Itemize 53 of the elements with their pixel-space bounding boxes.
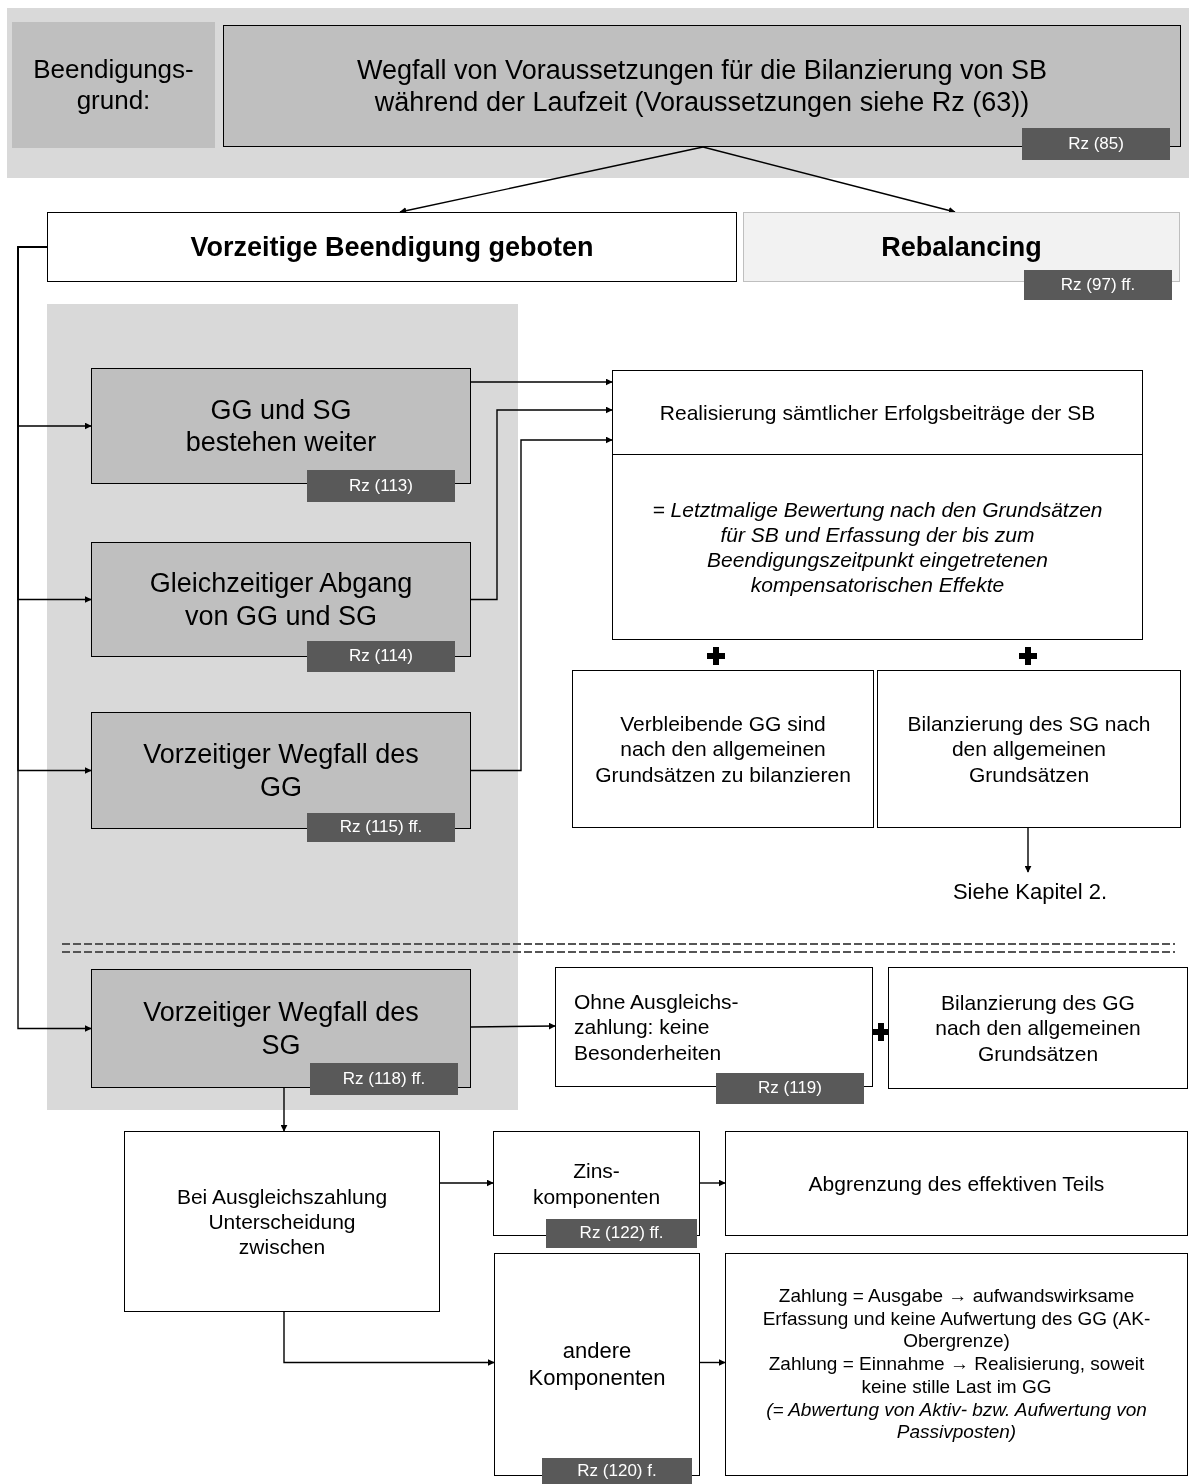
process-box xyxy=(612,370,1143,640)
process-box xyxy=(877,670,1181,828)
box-text: Vorzeitige Beendigung geboten xyxy=(190,230,594,264)
process-box xyxy=(91,969,471,1088)
box-text: Vorzeitiger Wegfall des GG xyxy=(142,738,420,803)
arrow xyxy=(702,146,956,214)
reference-tag: Rz (120) f. xyxy=(542,1458,692,1484)
process-box xyxy=(888,967,1188,1089)
box-text: Bilanzierung des GG nach den allgemeinen Grundsätzen xyxy=(934,990,1142,1066)
box-text: Bei Ausgleichszahlung Unterscheidung zwischen xyxy=(175,1183,389,1260)
arrow xyxy=(280,1087,288,1132)
box-text: Abgrenzung des effektiven Teils xyxy=(808,1170,1105,1197)
box-text: (= Abwertung von Aktiv- bzw. Aufwertung von Passivposten) xyxy=(765,1398,1148,1445)
box-text: = Letztmalige Bewertung nach den Grundsätzen für SB und Erfassung der bis zum Beendigungszeitpunkt eingetretenen kompensatorischen Effekte xyxy=(651,496,1104,599)
arrow xyxy=(470,378,613,386)
box-text: Wegfall von Voraussetzungen für die Bilanzierung von SB während der Laufzeit (Voraussetzungen siehe Rz (63)) xyxy=(356,53,1048,119)
reference-tag: Rz (122) ff. xyxy=(546,1219,697,1248)
arrow xyxy=(1024,827,1032,873)
process-box xyxy=(725,1253,1188,1476)
box-text: GG und SG bestehen weiter xyxy=(184,393,378,459)
box-text: Siehe Kapitel 2. xyxy=(952,878,1108,906)
reference-tag: Rz (115) ff. xyxy=(307,813,455,842)
box-text: Zahlung = Einnahme → Realisierung, soweit keine stille Last im GG xyxy=(767,1353,1146,1399)
box-text: Realisierung sämtlicher Erfolgsbeiträge der SB xyxy=(612,371,1143,455)
arrow xyxy=(470,406,613,601)
reference-tag: Rz (119) xyxy=(716,1073,864,1104)
reference-tag: Rz (113) xyxy=(307,470,455,502)
reference-tag: Rz (118) ff. xyxy=(310,1063,458,1095)
box-text: Verbleibende GG sind nach den allgemeinen Grundsätzen zu bilanzieren xyxy=(595,711,851,787)
box-text: Rebalancing xyxy=(881,230,1042,264)
reference-tag: Rz (114) xyxy=(307,641,455,672)
box-text: Beendigungs- grund: xyxy=(32,53,195,117)
box-text: Zahlung = Ausgabe → aufwandswirksame Erfassung und keine Aufwertung des GG (AK-Obergrenze) xyxy=(761,1284,1152,1354)
process-box xyxy=(124,1131,440,1312)
arrow xyxy=(17,246,92,1032)
process-box xyxy=(725,1131,1188,1236)
label-box xyxy=(12,22,215,148)
arrow xyxy=(283,1311,495,1366)
arrow xyxy=(470,1022,556,1030)
arrow xyxy=(699,1359,726,1366)
arrow xyxy=(699,1179,726,1187)
box-text: Vorzeitiger Wegfall des SG xyxy=(142,996,420,1061)
arrow xyxy=(439,1179,494,1187)
box-text: Zins- komponenten xyxy=(532,1158,661,1209)
box-text: andere Komponenten xyxy=(527,1338,667,1391)
reference-tag: Rz (97) ff. xyxy=(1024,270,1172,300)
box-text: Gleichzeitiger Abgang von GG und SG xyxy=(148,567,414,632)
box-text: Bilanzierung des SG nach den allgemeinen Grundsätzen xyxy=(906,711,1152,787)
reference-tag: Rz (85) xyxy=(1022,128,1170,160)
process-box xyxy=(572,670,874,828)
arrow xyxy=(470,436,613,772)
box-text: Ohne Ausgleichs- zahlung: keine Besonderheiten xyxy=(574,989,740,1065)
heading-box xyxy=(47,212,737,282)
